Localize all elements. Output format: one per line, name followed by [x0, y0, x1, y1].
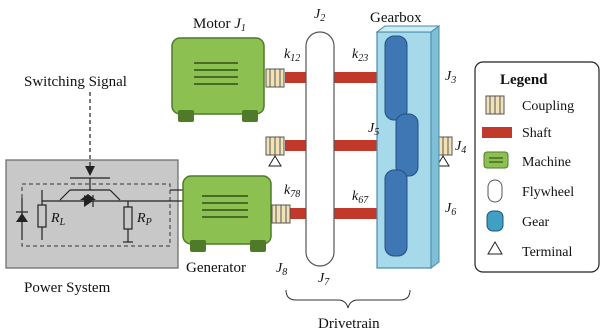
- shaft-bottom: [285, 208, 405, 219]
- flywheel: [305, 31, 335, 267]
- j2-label: J2: [314, 7, 325, 24]
- shaft-top: [285, 72, 405, 83]
- k78-label: k78: [284, 183, 300, 200]
- k23-label: k23: [352, 47, 368, 64]
- legend-item-label: Shaft: [522, 126, 552, 141]
- k67-label: k67: [352, 189, 369, 206]
- power-system-box: [5, 159, 179, 269]
- coupling-motor: [265, 68, 285, 88]
- switching-signal-label: Switching Signal: [24, 74, 127, 90]
- legend-item-label: Coupling: [522, 99, 574, 114]
- legend-shaft: Shaft: [482, 126, 552, 141]
- gear-top: [384, 35, 408, 121]
- legend-flywheel: Flywheel: [487, 179, 574, 203]
- legend-item-label: Flywheel: [522, 185, 574, 200]
- shaft-middle: [285, 140, 445, 151]
- gearbox: [375, 25, 441, 269]
- motor-label: Motor J1: [193, 16, 246, 34]
- gearbox-label: Gearbox: [370, 10, 422, 26]
- j4-label: J4: [455, 139, 466, 156]
- j6-label: J6: [445, 201, 456, 218]
- terminal-left: [268, 155, 282, 167]
- legend-item-label: Terminal: [522, 245, 572, 260]
- legend-item-label: Gear: [522, 215, 550, 230]
- j7-label: J7: [318, 271, 330, 288]
- generator: [182, 175, 272, 252]
- series-diode: [84, 195, 93, 207]
- k12-label: k12: [284, 47, 300, 64]
- j5-label: J5: [368, 121, 379, 138]
- power-system-label: Power System: [24, 280, 111, 296]
- legend-terminal: Terminal: [487, 241, 572, 260]
- legend-coupling: Coupling: [485, 95, 574, 115]
- motor: [171, 37, 265, 122]
- legend-gear: Gear: [486, 210, 550, 232]
- legend-item-label: Machine: [522, 155, 571, 170]
- gear-middle: [395, 113, 419, 177]
- rl-label: RL: [50, 211, 66, 228]
- drivetrain-label: Drivetrain: [318, 316, 380, 332]
- terminal-right: [436, 155, 450, 167]
- generator-label: Generator: [186, 260, 246, 276]
- coupling-middle-left: [265, 136, 285, 156]
- j8-label: J8: [276, 261, 287, 278]
- power-system: RL RP: [5, 159, 185, 269]
- legend-title: Legend: [500, 72, 548, 88]
- legend: Legend Coupling Shaft Machine Flywheel G…: [474, 61, 600, 273]
- j3-label: J3: [445, 69, 456, 86]
- diode-symbol: [16, 213, 28, 222]
- gear-bottom: [384, 169, 408, 257]
- coupling-generator: [271, 204, 291, 224]
- rp-label: RP: [136, 211, 152, 228]
- drivetrain-brace: [285, 289, 411, 309]
- legend-machine: Machine: [483, 151, 571, 170]
